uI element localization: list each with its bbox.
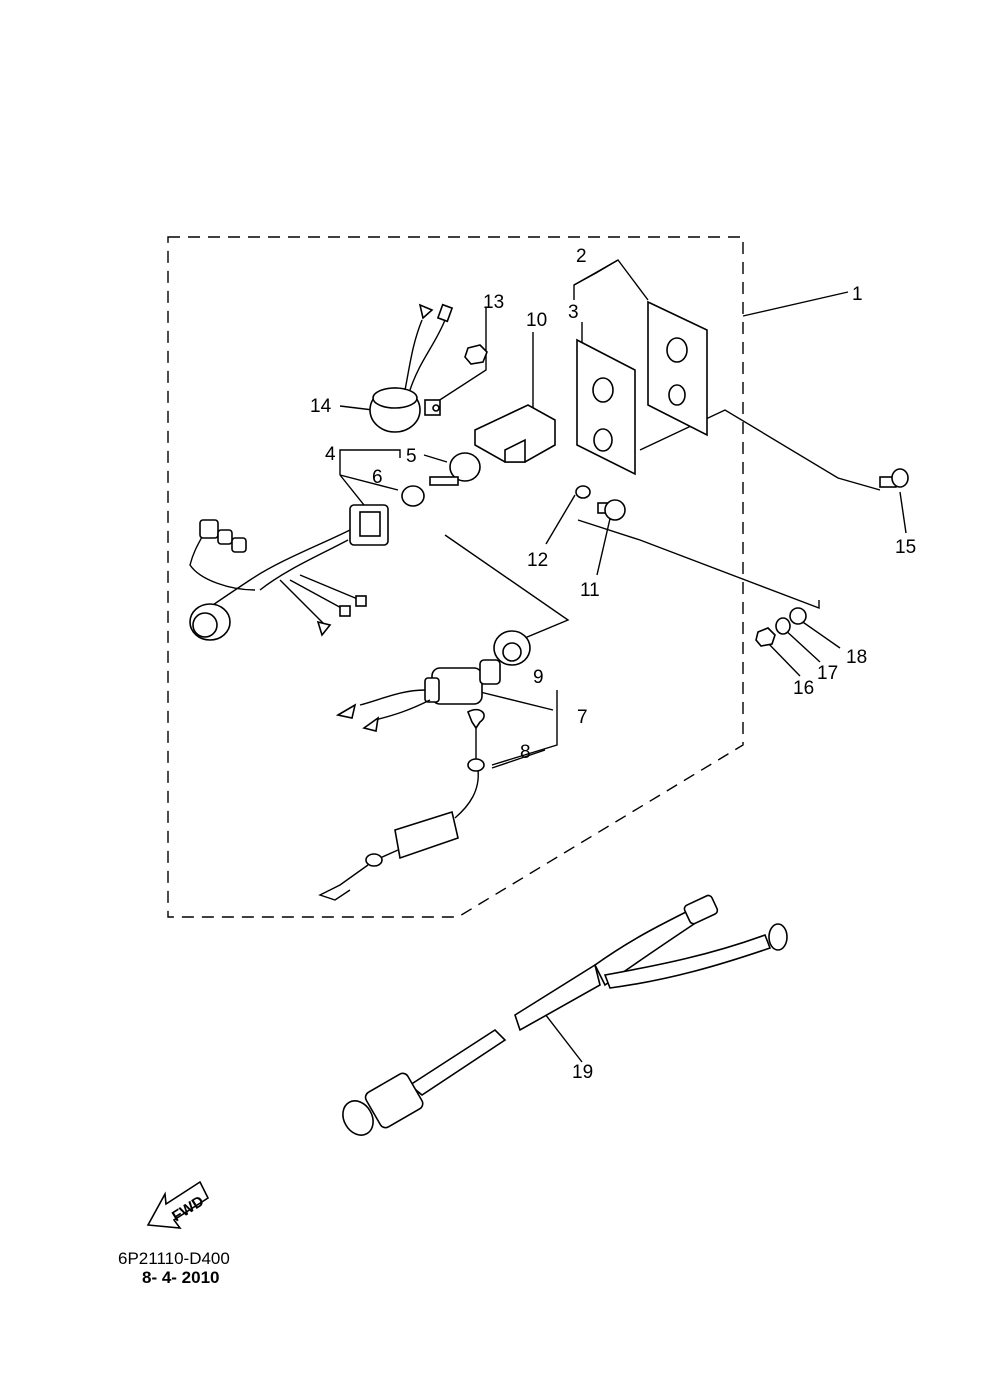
callout-5: 5 xyxy=(406,446,417,467)
callout-14: 14 xyxy=(310,396,332,417)
lanyard-part-8 xyxy=(318,708,485,901)
callout-18: 18 xyxy=(846,647,867,668)
grommet-part-9 xyxy=(493,630,531,666)
document-date: 8- 4- 2010 xyxy=(142,1268,220,1287)
main-switch-part-5 xyxy=(429,452,481,486)
callout-1: 1 xyxy=(852,284,863,305)
callout-13: 13 xyxy=(483,292,504,313)
callout-10: 10 xyxy=(526,310,547,331)
callout-17: 17 xyxy=(817,663,838,684)
nut-part-6 xyxy=(401,485,425,507)
washer-part-18 xyxy=(789,607,807,625)
grommet-part-14 xyxy=(369,303,454,433)
leader-lines xyxy=(339,259,907,1063)
bolt-part-11 xyxy=(597,499,626,521)
callout-8: 8 xyxy=(520,742,531,763)
callout-9: 9 xyxy=(533,667,544,688)
bracket-part-10 xyxy=(474,404,556,463)
callout-19: 19 xyxy=(572,1062,593,1083)
callout-labels: 1 2 3 4 5 6 7 8 9 10 11 12 13 14 15 16 1… xyxy=(310,246,916,1083)
callout-6: 6 xyxy=(372,467,383,488)
plate-part-2 xyxy=(647,300,708,437)
document-id: 6P21110-D400 xyxy=(118,1249,230,1268)
nut-part-13 xyxy=(464,344,488,365)
callout-11: 11 xyxy=(580,580,600,601)
plate-part-3 xyxy=(576,338,636,476)
stop-switch-part-7 xyxy=(335,659,501,732)
callout-7: 7 xyxy=(577,707,588,728)
callout-15: 15 xyxy=(895,537,916,558)
callout-3: 3 xyxy=(568,302,579,323)
callout-4: 4 xyxy=(325,444,336,465)
callout-2: 2 xyxy=(576,246,587,267)
assembly-boundary xyxy=(167,236,744,918)
callout-12: 12 xyxy=(527,550,548,571)
washer-part-17 xyxy=(775,617,791,635)
nut-part-16 xyxy=(755,627,776,647)
harness-part-4 xyxy=(189,504,389,641)
washer-part-12 xyxy=(575,485,591,499)
callout-16: 16 xyxy=(793,678,814,699)
bolt-part-15 xyxy=(879,468,909,488)
fwd-arrow-icon: FWD xyxy=(146,1180,210,1229)
extension-harness-part-19 xyxy=(342,894,788,1136)
